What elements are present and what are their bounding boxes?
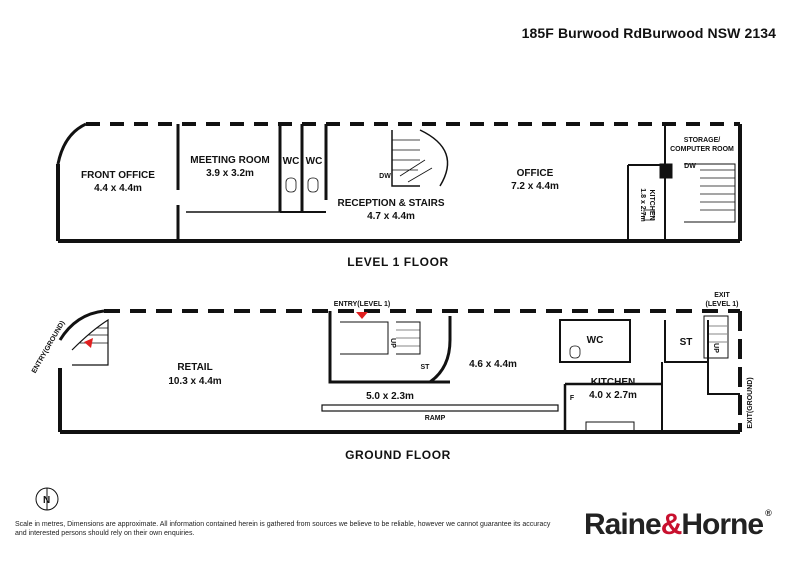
entry-level1-marker — [356, 312, 368, 319]
raine-horne-logo: Raine&Horne® — [584, 508, 772, 542]
brand-ampersand: & — [660, 508, 683, 541]
entry-ground-label: ENTRY(GROUND) — [31, 320, 67, 375]
meeting-room-size: 3.9 x 3.2m — [206, 168, 254, 179]
exit-ground-label: EXIT(GROUND) — [747, 377, 754, 428]
office-size: 7.2 x 4.4m — [511, 181, 559, 192]
brand-part-2: Horne — [681, 508, 764, 541]
retail-label: RETAIL — [177, 362, 212, 373]
meeting-room-label: MEETING ROOM — [190, 155, 269, 166]
l1-kitchen-size: 1.8 x 2.7m — [639, 188, 646, 221]
ground-wc-label: WC — [587, 335, 604, 346]
exit-level1-label-2: (LEVEL 1) — [706, 301, 739, 308]
disclaimer-text: Scale in metres, Dimensions are approxim… — [15, 521, 551, 537]
st-label-2: ST — [680, 337, 693, 348]
north-arrow-icon: N — [35, 487, 59, 511]
front-office-label: FRONT OFFICE — [81, 170, 155, 181]
property-address: 185F Burwood RdBurwood NSW 2134 — [521, 25, 776, 41]
brand-part-1: Raine — [584, 508, 662, 541]
st-label-1: ST — [421, 364, 431, 371]
up-label-2: UP — [712, 343, 719, 353]
level1-title: LEVEL 1 FLOOR — [347, 255, 449, 269]
ramp-label: RAMP — [425, 415, 446, 422]
wc1-label: WC — [283, 156, 300, 167]
retail-size: 10.3 x 4.4m — [168, 376, 221, 387]
reception-size: 4.7 x 4.4m — [367, 211, 415, 222]
ground-title: GROUND FLOOR — [345, 448, 451, 462]
level1-plan — [56, 122, 742, 243]
dw-label-2: DW — [684, 163, 696, 170]
exit-level1-label-1: EXIT — [714, 292, 730, 299]
dw-label-1: DW — [379, 173, 391, 180]
ground-kitchen-label: KITCHEN — [591, 377, 635, 388]
office-label: OFFICE — [517, 168, 554, 179]
entry-ground-marker — [84, 338, 93, 348]
room-50-size: 5.0 x 2.3m — [366, 391, 414, 402]
room-46-size: 4.6 x 4.4m — [469, 359, 517, 370]
storage-label-1: STORAGE/ — [684, 137, 720, 144]
north-label: N — [43, 495, 50, 506]
storage-label-2: COMPUTER ROOM — [670, 146, 734, 153]
wc2-label: WC — [306, 156, 323, 167]
entry-level1-label: ENTRY(LEVEL 1) — [334, 301, 390, 308]
ground-kitchen-size: 4.0 x 2.7m — [589, 390, 637, 401]
up-label-1: UP — [389, 338, 396, 348]
fridge-label: F — [570, 395, 575, 402]
ground-plan — [58, 309, 742, 434]
reception-label: RECEPTION & STAIRS — [337, 198, 444, 209]
brand-registered: ® — [765, 508, 772, 518]
front-office-size: 4.4 x 4.4m — [94, 183, 142, 194]
l1-kitchen-label: KITCHEN — [648, 189, 655, 220]
